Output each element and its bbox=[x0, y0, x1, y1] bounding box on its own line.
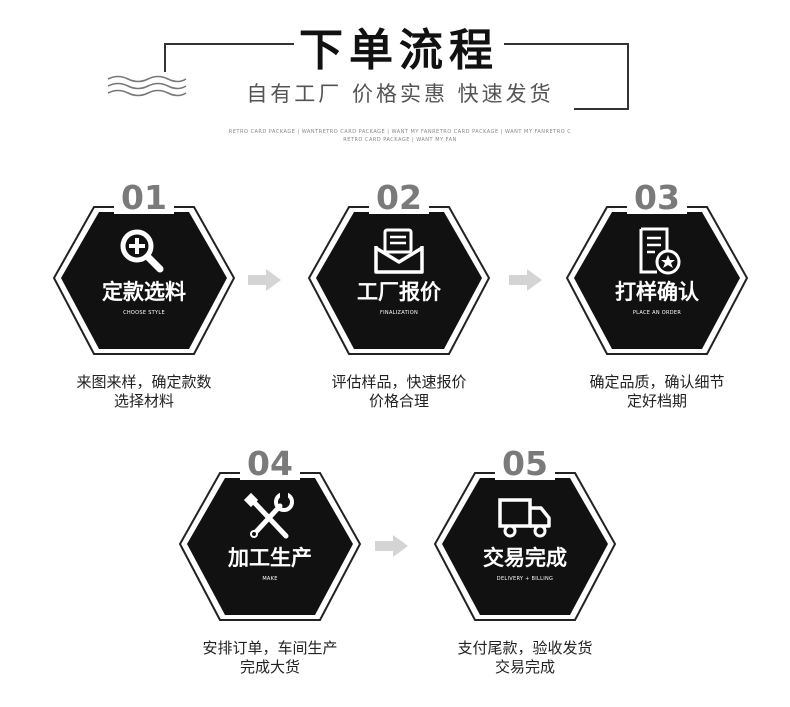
step-description-line-2: 价格合理 bbox=[368, 392, 429, 410]
step-description-line-2: 定好档期 bbox=[626, 392, 687, 410]
hexagon-1 bbox=[52, 202, 236, 355]
hexagon-5 bbox=[433, 468, 617, 621]
arrow-right-icon bbox=[375, 535, 408, 557]
step-description: 支付尾款，验收发货 交易完成 bbox=[415, 639, 635, 677]
step-description-line-2: 完成大货 bbox=[239, 658, 300, 676]
step-description-line-1: 安排订单，车间生产 bbox=[202, 639, 338, 657]
step-description-line-1: 支付尾款，验收发货 bbox=[457, 639, 593, 657]
header-frame-left bbox=[164, 43, 166, 72]
arrow-right-icon bbox=[248, 269, 281, 291]
step-subtitle-en: MAKE bbox=[262, 576, 278, 582]
step-description: 评估样品，快速报价 价格合理 bbox=[289, 373, 509, 411]
header-frame-top-left bbox=[164, 43, 294, 45]
step-subtitle-en: DELIVERY + BILLING bbox=[496, 576, 554, 582]
arrow-right-icon bbox=[509, 269, 542, 291]
step-description-line-1: 评估样品，快速报价 bbox=[331, 373, 467, 391]
hexagon-3 bbox=[565, 202, 749, 355]
step-description: 来图来样，确定款数 选择材料 bbox=[34, 373, 254, 411]
step-description-line-1: 来图来样，确定款数 bbox=[76, 373, 212, 391]
envelope-document-icon bbox=[374, 228, 424, 274]
step-1: 01 定款选料 CHOOSE STYLE 来图来样，确定款数 选择材料 bbox=[50, 178, 238, 410]
hexagon-2 bbox=[307, 202, 491, 355]
header-tagline: RETRO CARD PACKAGE | WANTRETRO CARD PACK… bbox=[228, 129, 572, 143]
step-number: 04 bbox=[247, 444, 293, 483]
step-title: 打样确认 bbox=[615, 280, 699, 304]
step-subtitle-en: FINALIZATION bbox=[379, 310, 419, 316]
step-description: 安排订单，车间生产 完成大货 bbox=[160, 639, 380, 677]
header-frame-right bbox=[627, 43, 629, 110]
step-4: 04 加工生产 MAKE 安排订单，车间生产 完成大货 bbox=[176, 444, 364, 676]
step-5: 05 交易完成 DELIVERY + BILLING 支付尾款，验收发货 交易完… bbox=[431, 444, 619, 676]
step-description-line-2: 选择材料 bbox=[113, 392, 174, 410]
step-2: 02 工厂报价 FINALIZATION 评估样品，快速报价 价格合理 bbox=[305, 178, 493, 410]
step-title: 定款选料 bbox=[102, 280, 186, 304]
step-description-line-1: 确定品质，确认细节 bbox=[589, 373, 725, 391]
waves-icon bbox=[107, 75, 187, 97]
step-description-line-2: 交易完成 bbox=[494, 658, 555, 676]
page-subtitle: 自有工厂 价格实惠 快速发货 bbox=[246, 82, 554, 106]
step-number: 03 bbox=[634, 178, 680, 217]
hexagon-4 bbox=[178, 468, 362, 621]
tools-icon bbox=[243, 492, 294, 539]
truck-icon bbox=[498, 498, 551, 538]
document-star-icon bbox=[639, 227, 681, 275]
page-title: 下单流程 bbox=[294, 14, 504, 78]
step-subtitle-en: PLACE AN ORDER bbox=[632, 310, 682, 316]
step-number: 01 bbox=[121, 178, 167, 217]
step-title: 加工生产 bbox=[228, 546, 312, 570]
magnifier-plus-icon bbox=[120, 229, 164, 273]
step-description: 确定品质，确认细节 定好档期 bbox=[547, 373, 767, 411]
step-number: 02 bbox=[376, 178, 422, 217]
step-number: 05 bbox=[502, 444, 548, 483]
step-title: 工厂报价 bbox=[357, 280, 441, 304]
header-frame-bottom bbox=[574, 108, 629, 110]
header-frame-top-right bbox=[504, 43, 629, 45]
step-3: 03 打样确认 PLACE AN ORDER 确定品质，确认细节 定好档期 bbox=[563, 178, 751, 410]
step-subtitle-en: CHOOSE STYLE bbox=[123, 310, 165, 316]
step-title: 交易完成 bbox=[483, 546, 567, 570]
